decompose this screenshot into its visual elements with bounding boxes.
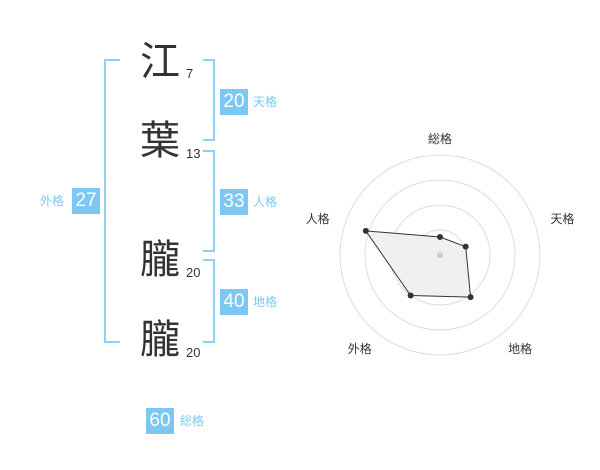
radar-axis-label-4: 外格 — [348, 341, 372, 356]
gaikaku-bracket — [104, 59, 120, 343]
radar-point-5 — [362, 227, 369, 234]
radar-ring-3 — [364, 179, 516, 331]
stroke-count-2: 13 — [186, 146, 201, 161]
chikaku-label: 地格 — [253, 295, 278, 309]
name-char-3: 朧 — [140, 237, 180, 283]
radar-axis-label-1: 総格 — [428, 131, 452, 146]
name-char-2: 葉 — [140, 118, 180, 164]
chikaku-bracket — [203, 259, 215, 343]
radar-axis-label-5: 人格 — [306, 211, 330, 226]
stroke-count-4: 20 — [186, 345, 201, 360]
tenkaku-badge: 20 — [220, 89, 248, 115]
name-char-1: 江 — [140, 39, 180, 85]
radar-ring-4 — [339, 154, 541, 356]
soukaku-badge: 60 — [146, 408, 174, 434]
soukaku-label: 総格 — [180, 414, 205, 428]
radar-point-1 — [437, 234, 443, 240]
gaikaku-label: 外格 — [40, 194, 65, 208]
chikaku-badge: 40 — [220, 289, 248, 315]
radar-axis-label-2: 天格 — [550, 211, 574, 226]
tenkaku-bracket — [203, 59, 215, 141]
radar-axis-label-3: 地格 — [508, 341, 532, 356]
gaikaku-badge: 27 — [72, 188, 100, 214]
radar-point-3 — [467, 294, 474, 301]
tenkaku-label: 天格 — [253, 95, 278, 109]
radar-center-dot — [437, 252, 443, 258]
radar-point-2 — [462, 243, 469, 250]
name-char-4: 朧 — [140, 317, 180, 363]
stroke-count-1: 7 — [186, 66, 194, 81]
radar-area — [364, 230, 472, 298]
radar-point-4 — [407, 292, 414, 299]
jinkaku-bracket — [203, 150, 215, 252]
stroke-count-3: 20 — [186, 265, 201, 280]
jinkaku-label: 人格 — [253, 195, 278, 209]
jinkaku-badge: 33 — [220, 189, 248, 215]
